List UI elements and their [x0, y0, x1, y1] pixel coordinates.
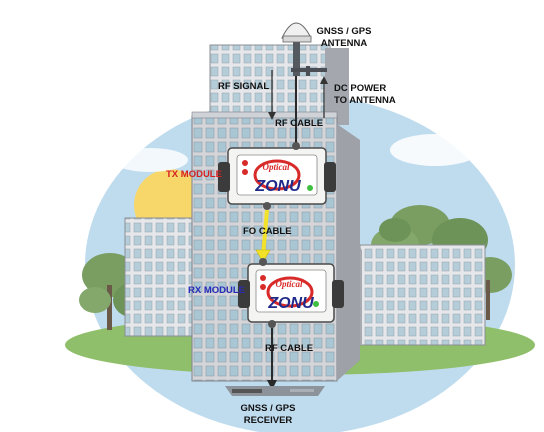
tx-module-device	[218, 142, 336, 210]
rx-module-device	[238, 258, 344, 328]
tx-logo-top: Optical	[263, 162, 290, 172]
front-trees	[79, 218, 411, 313]
cloud	[390, 134, 480, 166]
dc-power-label-line1: DC POWER	[334, 83, 387, 94]
rx-logo-main: ZONU	[267, 295, 314, 312]
rf-cable-bottom-label: RF CABLE	[265, 343, 314, 354]
dc-power-arrow	[320, 76, 328, 118]
rf-cable-bottom	[267, 328, 277, 390]
cloud	[112, 148, 188, 172]
back-tower	[209, 44, 349, 126]
rx-module-label: RX MODULE	[188, 285, 245, 296]
tx-module-label: TX MODULE	[166, 169, 222, 180]
gnss-antenna	[281, 22, 327, 76]
rf-signal-label: RF SIGNAL	[218, 81, 270, 92]
rx-logo-top: Optical	[276, 279, 303, 289]
gnss-receiver-device	[225, 386, 325, 396]
antenna-label-line1: GNSS / GPS	[316, 26, 372, 37]
fo-cable-label: FO CABLE	[243, 226, 292, 237]
receiver-label-line2: RECEIVER	[243, 415, 293, 426]
rf-signal-arrow	[268, 70, 276, 120]
dc-power-label-line2: TO ANTENNA	[334, 95, 396, 106]
receiver-label-line1: GNSS / GPS	[240, 403, 296, 414]
rf-cable-top-label: RF CABLE	[275, 118, 324, 129]
antenna-label-line2: ANTENNA	[320, 38, 368, 49]
tx-logo-main: ZONU	[254, 178, 301, 195]
right-building	[348, 244, 486, 346]
fo-cable	[255, 209, 271, 263]
